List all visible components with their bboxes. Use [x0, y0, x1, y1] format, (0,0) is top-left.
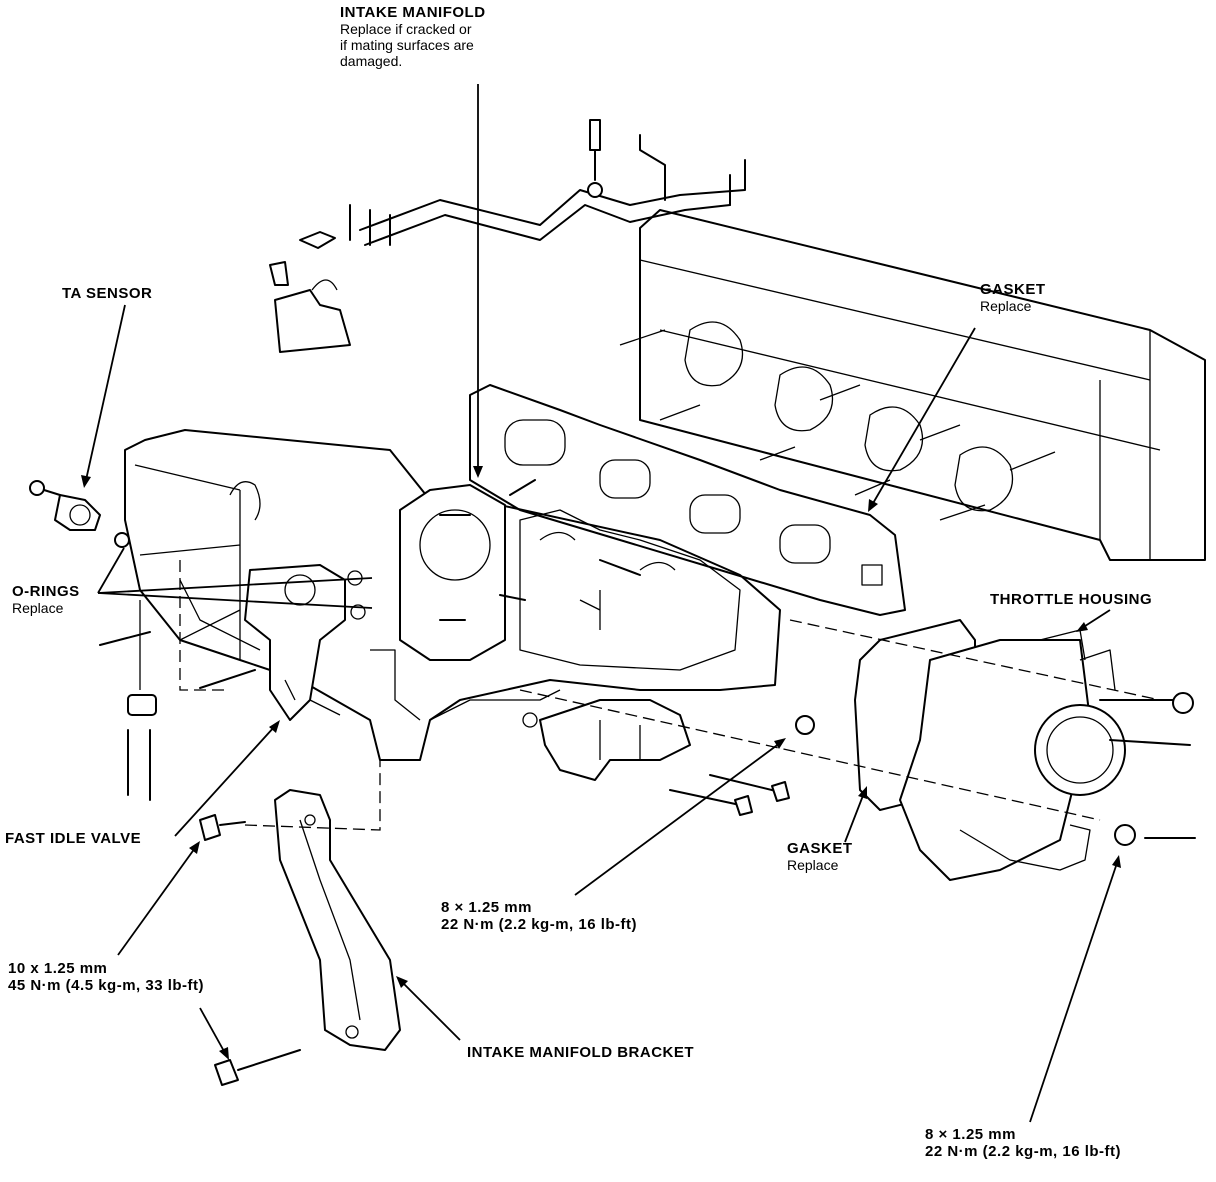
arrow-fast-idle-valve: [174, 725, 276, 837]
arrowhead-torque-center: [774, 738, 786, 749]
label-throttle-housing: THROTTLE HOUSING: [990, 591, 1152, 608]
manifold-gasket-top: [469, 384, 906, 616]
intake-manifold-bracket-title: INTAKE MANIFOLD BRACKET: [467, 1044, 695, 1061]
label-fast-idle-valve: FAST IDLE VALVE: [5, 830, 141, 847]
intake-manifold-bracket-part: [199, 760, 401, 1086]
gasket-bottom-note: Replace: [787, 857, 839, 874]
ta-sensor-part: [29, 480, 130, 548]
intake-manifold-note-3: damaged.: [340, 53, 403, 70]
arrow-ta-sensor: [85, 304, 126, 481]
arrow-bracket: [401, 981, 461, 1041]
arrowhead-throttle-housing: [1076, 622, 1088, 632]
arrowhead-gasket-bottom: [858, 786, 867, 799]
label-o-rings: O-RINGS Replace: [12, 583, 80, 616]
ta-sensor-title: TA SENSOR: [62, 285, 153, 302]
cylinder-head: [619, 209, 1206, 561]
torque-left-value: 45 N·m (4.5 kg-m, 33 lb-ft): [8, 977, 205, 995]
arrowhead-torque-right: [1112, 855, 1121, 868]
arrowhead-gasket-top: [868, 499, 878, 512]
arrowhead-bracket: [396, 976, 408, 988]
throttle-housing-title: THROTTLE HOUSING: [990, 591, 1153, 608]
arrow-torque-left-lower: [199, 1007, 226, 1054]
arrow-torque-right: [1029, 862, 1118, 1123]
torque-left-size: 10 x 1.25 mm: [8, 960, 108, 977]
intake-manifold-title: INTAKE MANIFOLD: [340, 4, 486, 21]
fast-idle-valve-part: [99, 564, 366, 801]
gasket-top-title: GASKET: [980, 281, 1046, 298]
label-torque-right: 8 × 1.25 mm 22 N·m (2.2 kg-m, 16 lb-ft): [925, 1126, 1121, 1161]
leader-arrows: [81, 84, 1121, 1123]
arrow-throttle-housing: [1081, 609, 1111, 629]
throttle-housing-part: [669, 619, 1196, 881]
fuel-rail: [269, 119, 746, 353]
arrow-torque-center: [574, 742, 781, 896]
studs: [439, 479, 641, 621]
label-ta-sensor: TA SENSOR: [62, 285, 152, 302]
intake-manifold-note-2: if mating surfaces are: [340, 37, 474, 54]
arrow-o-ring-2: [97, 592, 373, 609]
label-gasket-bottom: GASKET Replace: [787, 840, 853, 873]
arrowhead-intake-manifold: [473, 466, 483, 478]
label-intake-manifold-bracket: INTAKE MANIFOLD BRACKET: [467, 1044, 694, 1061]
arrowhead-ta-sensor: [81, 475, 91, 488]
arrowhead-torque-left-lower: [219, 1047, 229, 1060]
label-torque-center: 8 × 1.25 mm 22 N·m (2.2 kg-m, 16 lb-ft): [441, 899, 637, 934]
intake-manifold-note-1: Replace if cracked or: [340, 21, 472, 38]
torque-center-size: 8 × 1.25 mm: [441, 899, 532, 916]
arrow-o-ring-3: [97, 547, 125, 594]
arrow-gasket-bottom: [844, 792, 865, 843]
fast-idle-valve-title: FAST IDLE VALVE: [5, 830, 142, 847]
arrowhead-torque-left-upper: [189, 841, 200, 854]
label-torque-left: 10 x 1.25 mm 45 N·m (4.5 kg-m, 33 lb-ft): [8, 960, 204, 995]
coolant-neck: [522, 699, 691, 781]
gasket-bottom-title: GASKET: [787, 840, 853, 857]
o-rings-note: Replace: [12, 600, 64, 617]
arrow-o-ring-1: [97, 577, 373, 594]
torque-center-value: 22 N·m (2.2 kg-m, 16 lb-ft): [441, 916, 638, 934]
arrow-torque-left-upper: [117, 847, 196, 956]
alignment-lines: [179, 560, 1161, 821]
label-intake-manifold: INTAKE MANIFOLD Replace if cracked or if…: [340, 4, 486, 70]
gasket-top-note: Replace: [980, 298, 1032, 315]
torque-right-size: 8 × 1.25 mm: [925, 1126, 1016, 1143]
label-gasket-top: GASKET Replace: [980, 281, 1046, 314]
arrow-gasket-top: [871, 327, 976, 506]
o-rings-title: O-RINGS: [12, 583, 80, 600]
torque-right-value: 22 N·m (2.2 kg-m, 16 lb-ft): [925, 1143, 1122, 1161]
intake-manifold-body: [124, 429, 781, 761]
arrowhead-fast-idle-valve: [269, 720, 280, 733]
